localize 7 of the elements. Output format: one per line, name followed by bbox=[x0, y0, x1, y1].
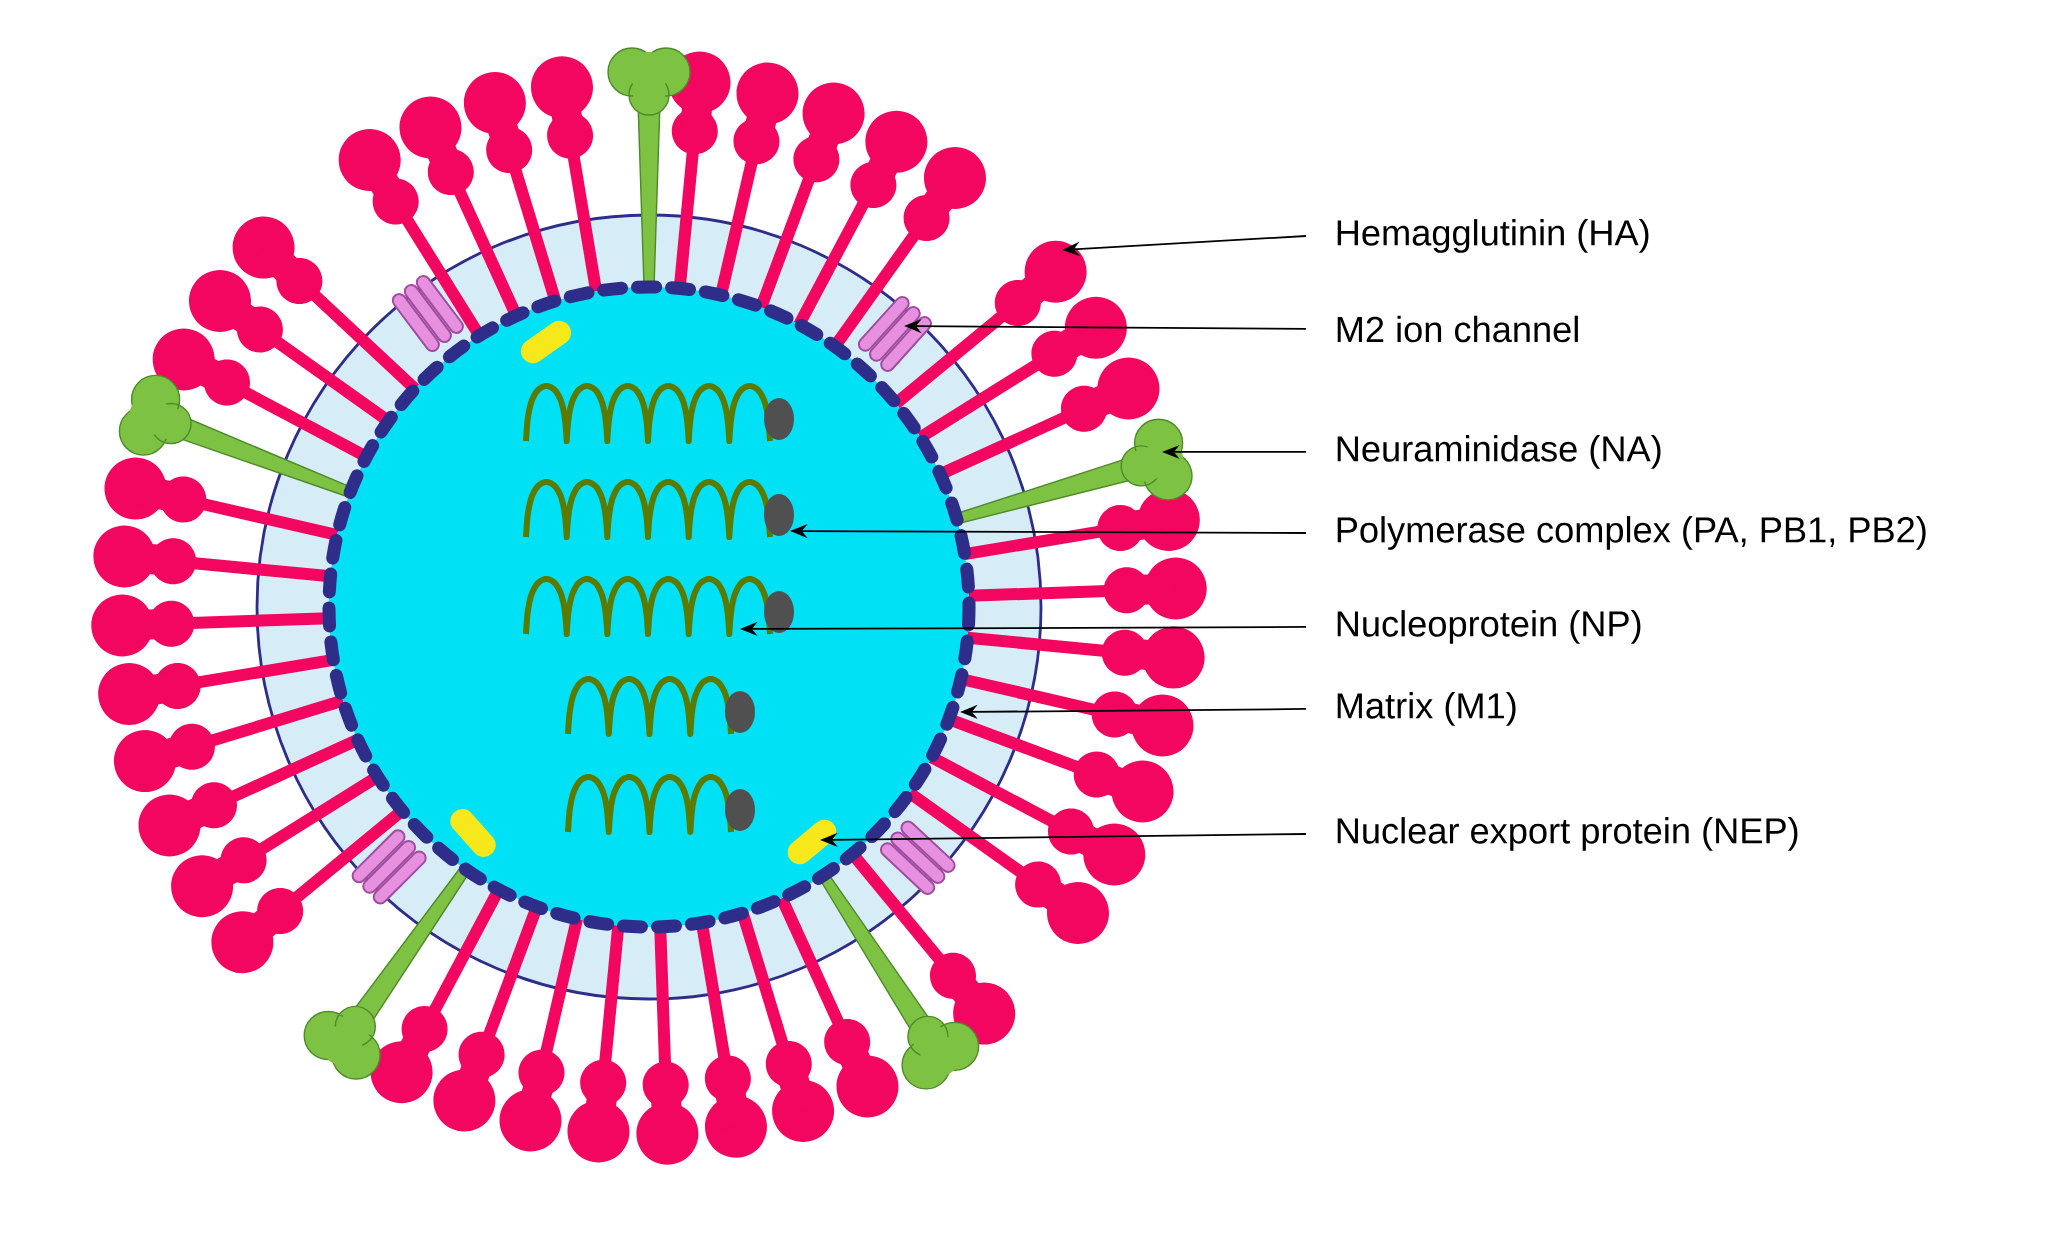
part-label: Nuclear export protein (NEP) bbox=[1337, 817, 1798, 851]
part-label: Matrix (M1) bbox=[1337, 692, 1516, 726]
part-label: Hemagglutinin (HA) bbox=[1337, 219, 1649, 253]
part-label: Nucleoprotein (NP) bbox=[1337, 610, 1641, 644]
part-label: Polymerase complex (PA, PB1, PB2) bbox=[1337, 516, 1926, 550]
part-label: Neuraminidase (NA) bbox=[1337, 435, 1661, 469]
part-label: M2 ion channel bbox=[1337, 315, 1578, 343]
